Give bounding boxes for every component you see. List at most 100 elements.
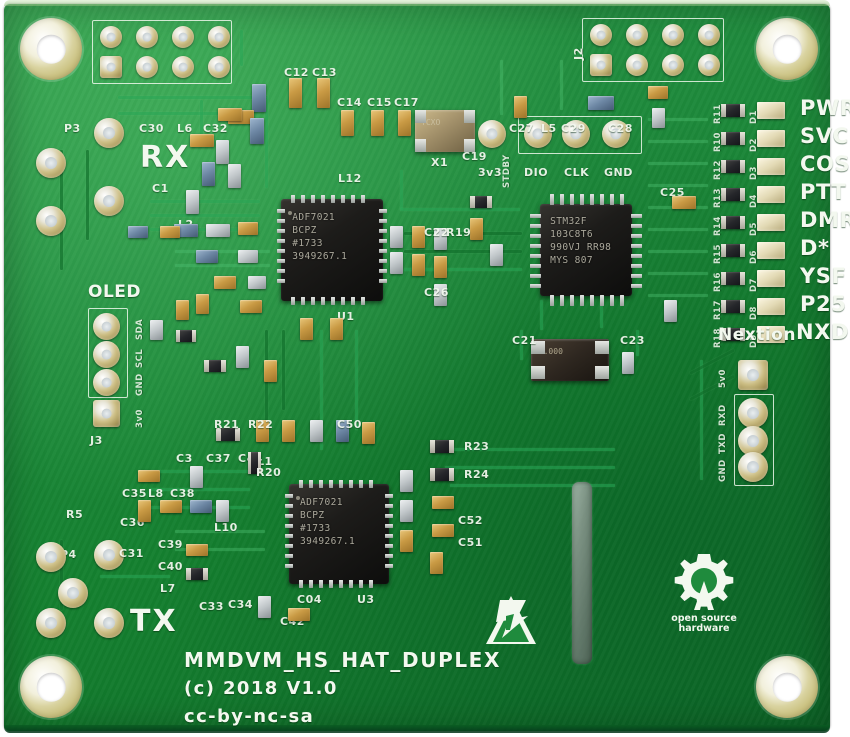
header-j2-label: J2 xyxy=(572,47,585,60)
designator-c35: C35 xyxy=(122,487,147,500)
designator-c39: C39 xyxy=(158,538,183,551)
designator-c04: C04 xyxy=(297,593,322,606)
designator-l12: L12 xyxy=(338,172,362,185)
rx-antenna-pad-1 xyxy=(94,118,124,148)
osh-logo-line2: hardware xyxy=(679,623,730,634)
designator-p3: P3 xyxy=(64,122,81,135)
swd-pin-clk: CLK xyxy=(564,166,590,179)
osh-logo-line1: open source xyxy=(671,613,737,624)
chip-u2-marking: STM32F 103C8T6 990VJ RR98 MYS 807 xyxy=(550,216,612,267)
designator-c32: C32 xyxy=(203,122,228,135)
mounting-hole-top-right xyxy=(756,18,818,80)
crystal-x2-marking: 8.000 xyxy=(538,347,563,357)
nextion-pad-5v0 xyxy=(738,360,768,390)
capacitor-c23 xyxy=(622,352,634,374)
designator-c37: C37 xyxy=(206,452,231,465)
rx-antenna-pad-3 xyxy=(94,186,124,216)
pcb-bottom-edge xyxy=(4,725,830,733)
tx-antenna-pad-1 xyxy=(94,540,124,570)
designator-r20: R20 xyxy=(256,466,282,479)
led-label-nxdn: NXDN xyxy=(796,320,850,344)
swd-pin-gnd: GND xyxy=(604,166,633,179)
designator-r13: R13 xyxy=(713,188,723,208)
designator-c22: C22 xyxy=(424,226,449,239)
designator-c21: C21 xyxy=(512,334,537,347)
designator-c13: C13 xyxy=(312,66,337,79)
oled-pin-scl: SCL xyxy=(135,348,145,368)
chip-u1-pin1-dot xyxy=(288,211,293,216)
chip-u2-stm32: STM32F 103C8T6 990VJ RR98 MYS 807 xyxy=(540,204,632,296)
chip-u3-marking: ADF7021 BCPZ #1733 3949267.1 xyxy=(300,497,356,547)
designator-r14: R14 xyxy=(713,216,723,236)
designator-d6: D6 xyxy=(749,250,759,264)
pcb-top-edge xyxy=(4,0,830,6)
board-license: cc-by-nc-sa xyxy=(184,706,315,727)
chip-u3-pin1-dot xyxy=(296,496,300,500)
designator-d5: D5 xyxy=(749,222,759,236)
led-label-cos: COS xyxy=(800,152,850,176)
oled-pin-sda: SDA xyxy=(135,318,145,340)
designator-c15: C15 xyxy=(367,96,392,109)
led-label-ysf: YSF xyxy=(800,264,847,288)
designator-c28: C28 xyxy=(608,122,633,135)
designator-c14: C14 xyxy=(337,96,362,109)
led-label-dmr: DMR xyxy=(800,208,850,232)
designator-r17: R17 xyxy=(713,300,723,320)
rx-antenna-pad-2 xyxy=(36,148,66,178)
designator-r24: R24 xyxy=(464,468,490,481)
designator-r5: L7 xyxy=(160,582,176,595)
designator-r22: R22 xyxy=(248,418,274,431)
tx-antenna-pad-3 xyxy=(58,578,88,608)
designator-r15: R15 xyxy=(713,244,723,264)
tx-label: TX xyxy=(130,604,178,639)
designator-c1: C1 xyxy=(152,182,169,195)
swd-header-outline xyxy=(518,116,642,154)
designator-d8: D8 xyxy=(749,306,759,320)
oled-pin-gnd: GND xyxy=(135,373,145,396)
designator-d1: D1 xyxy=(749,110,759,124)
designator-d4: D4 xyxy=(749,194,759,208)
led-label-dstar: D* xyxy=(800,236,830,260)
designator-c29: C29 xyxy=(561,122,586,135)
designator-r16: R16 xyxy=(713,272,723,292)
crystal-x2-8mhz: 8.000 xyxy=(531,339,609,381)
pcb-slot xyxy=(572,482,592,664)
tx-antenna-pad-4 xyxy=(94,608,124,638)
designator-c34: C34 xyxy=(228,598,253,611)
designator-l5: L5 xyxy=(541,122,557,135)
designator-c30: C30 xyxy=(139,122,164,135)
nextion-pin-gnd: GND xyxy=(718,459,728,482)
crystal-x1-marking: TCXO xyxy=(421,118,441,128)
designator-c12: C12 xyxy=(284,66,309,79)
designator-c52: C52 xyxy=(458,514,483,527)
open-source-hardware-logo: open source hardware xyxy=(660,548,748,640)
mounting-hole-bottom-left xyxy=(20,656,82,718)
esd-sensitive-device-icon xyxy=(476,592,546,658)
designator-stdby: STDBY xyxy=(502,154,512,188)
header-j2-outline xyxy=(582,18,724,82)
tx-antenna-pad-5 xyxy=(36,608,66,638)
nextion-pin-5v0: 5v0 xyxy=(718,369,728,388)
designator-r21: R21 xyxy=(214,418,240,431)
oled-label: OLED xyxy=(88,282,142,302)
board-title: MMDVM_HS_HAT_DUPLEX xyxy=(184,648,501,672)
designator-d2: D2 xyxy=(749,138,759,152)
designator-c19: C19 xyxy=(462,150,487,163)
designator-r12: R12 xyxy=(713,160,723,180)
designator-c17: C17 xyxy=(394,96,419,109)
led-label-pwr: PWR xyxy=(800,96,850,120)
swd-pin-dio: DIO xyxy=(524,166,549,179)
chip-u1-marking: ADF7021 BCPZ #1733 3949267.1 xyxy=(292,212,348,263)
designator-c27: C27 xyxy=(509,122,534,135)
designator-r11: R11 xyxy=(713,104,723,124)
led-label-svc: SVC xyxy=(800,124,849,148)
designator-c31: C31 xyxy=(119,547,144,560)
rx-antenna-pad-4 xyxy=(36,206,66,236)
designator-c38: C38 xyxy=(170,487,195,500)
designator-r10: R10 xyxy=(713,132,723,152)
crystal-x1-tcxo: TCXO xyxy=(415,110,475,152)
designator-c40: C40 xyxy=(158,560,183,573)
header-top-left-outline xyxy=(92,20,232,84)
designator-d3: D3 xyxy=(749,166,759,180)
led-label-p25: P25 xyxy=(800,292,847,316)
